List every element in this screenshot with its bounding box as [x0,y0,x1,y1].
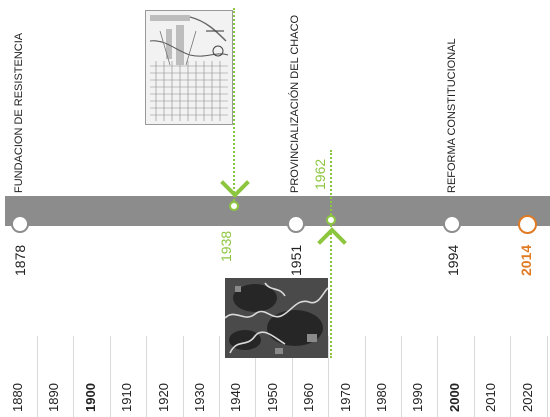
node-1951 [287,215,305,233]
node-2014 [518,215,537,234]
axis-label-2010: 2010 [483,383,499,412]
axis-grid-line [546,336,548,417]
axis-grid-line [510,336,512,417]
axis-grid-line [473,336,475,417]
marker-year-1938: 1938 [218,230,234,262]
marker-year-1962: 1962 [312,158,328,190]
axis-grid-line [328,336,330,417]
axis-label-1980: 1980 [374,383,389,412]
node-1962 [326,215,336,225]
chevron-up-icon [317,227,347,245]
axis-grid-line [364,336,366,417]
axis-label-2000: 2000 [446,383,462,412]
event-year-1994: 1994 [445,244,461,276]
chevron-down-icon [220,180,250,198]
aerial-photo-image [225,278,328,358]
aerial-photo-drawing [225,278,328,358]
axis-grid-line [37,336,38,417]
axis-grid-line [255,336,257,417]
event-year-2014: 2014 [518,244,534,276]
axis-label-1910: 1910 [119,383,135,412]
event-label-fundacion: FUNDACION DE RESISTENCIA [13,32,25,193]
node-1994 [443,215,461,233]
axis-label-1920: 1920 [155,383,171,412]
axis-grid-line [437,336,439,417]
axis-label-1880: 1880 [10,383,25,412]
axis-label-2020: 2020 [519,383,535,412]
city-plan-map-drawing [146,11,232,124]
event-year-1951: 1951 [288,244,304,276]
axis-grid-line [146,336,148,417]
event-label-reforma: REFORMA CONSTITUCIONAL [446,38,458,193]
axis-grid-line [291,336,293,417]
axis-label-1960: 1960 [301,383,317,412]
axis-grid-line [109,336,111,417]
axis-label-1990: 1990 [410,383,426,412]
event-label-provincializacion: PROVINCIALIZACIÓN DEL CHACO [289,14,301,193]
aerial-guide-line [330,150,332,358]
axis-label-1950: 1950 [264,383,280,412]
axis-grid-line [219,336,220,417]
timeline-band [5,196,550,226]
node-1878 [11,215,29,233]
city-plan-map-image [145,10,233,125]
plan-guide-line [233,8,235,208]
axis-label-1970: 1970 [337,383,353,412]
axis-label-1900: 1900 [82,383,98,412]
event-year-1878: 1878 [12,244,28,276]
axis-grid-line [401,336,402,417]
axis-label-1930: 1930 [192,383,207,412]
axis-grid-line [73,336,75,417]
axis-grid-line [182,336,184,417]
node-1938 [229,201,239,211]
axis-label-1940: 1940 [228,383,244,412]
axis-label-1890: 1890 [46,383,62,412]
